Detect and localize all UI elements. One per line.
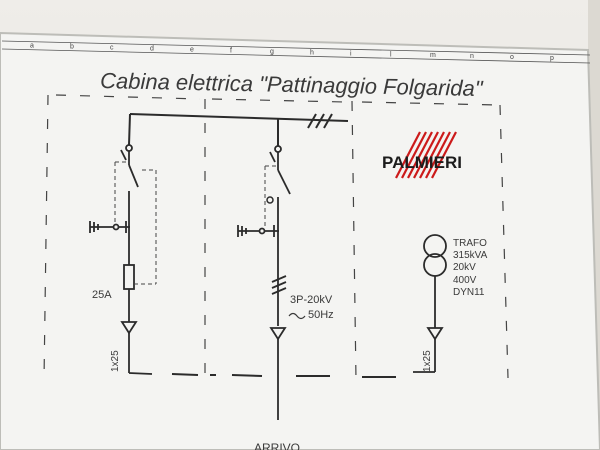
brand-name: PALMIERI (382, 153, 462, 172)
ruler-letter: o (510, 54, 514, 61)
ruler-letter: f (230, 47, 232, 54)
right-cable-termination-icon (426, 327, 444, 341)
transformer-spec-line: 315kVA (453, 250, 488, 261)
fuse-rating: 25A (92, 289, 112, 301)
bay-frames (43, 94, 509, 381)
right-cable-label: 1x25 (422, 350, 433, 372)
palmieri-logo: PALMIERI (382, 131, 462, 179)
transformer-spec-line: TRAFO (453, 238, 487, 249)
ac-wave-icon (288, 312, 306, 320)
ruler-letter: a (30, 43, 34, 50)
ruler-letter: l (390, 51, 392, 58)
middle-cable-termination-icon (269, 327, 287, 341)
middle-disconnector (277, 169, 291, 195)
left-earthing-switch (89, 221, 130, 233)
ruler-letter: g (270, 48, 274, 55)
left-disconnector (128, 164, 139, 188)
left-bay (120, 144, 153, 375)
ruler-letter: p (550, 55, 554, 62)
ruler-letter: m (430, 52, 436, 59)
palmieri-logo-mark (395, 131, 457, 179)
bottom-busbar (171, 373, 396, 378)
transformer-spec-line: 20kV (453, 262, 476, 273)
left-cable-label: 1x25 (110, 350, 121, 372)
transformer-specs: TRAFO 315kVA 20kV 400V DYN11 (453, 238, 488, 298)
line-spec-frequency: 50Hz (308, 309, 334, 321)
transformer-primary-icon (423, 234, 447, 258)
ruler-letter: b (70, 44, 74, 51)
line-spec-voltage: 3P-20kV (290, 294, 333, 306)
transformer-spec-line: DYN11 (453, 287, 485, 298)
cable-termination-icon (120, 321, 138, 335)
ruler-letter: h (310, 49, 314, 56)
transformer-spec-line: 400V (453, 275, 477, 286)
left-interlock (114, 161, 157, 285)
middle-contact (266, 196, 274, 204)
diagram-panel (0, 31, 600, 450)
middle-earthing-switch (237, 225, 279, 237)
middle-bay (269, 145, 291, 420)
ruler-letter: d (150, 46, 154, 53)
ruler-letter: c (110, 45, 114, 52)
ruler: a b c d e f g h i l m n o p (1, 40, 591, 64)
ruler-letter: e (190, 47, 194, 54)
middle-interlock (264, 165, 278, 228)
ruler-letters: a b c d e f g h i l m n o p (30, 43, 554, 62)
incoming-label: ARRIVO (254, 441, 300, 450)
busbar (128, 113, 349, 146)
ruler-letter: i (350, 50, 352, 57)
right-bay (413, 234, 447, 373)
ruler-letter: n (470, 53, 474, 60)
